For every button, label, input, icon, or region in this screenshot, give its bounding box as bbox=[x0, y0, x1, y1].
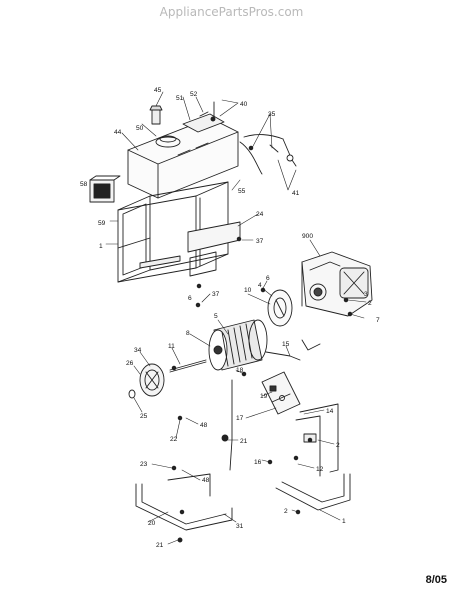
callout-6b: 6 bbox=[188, 295, 192, 302]
callout-17: 17 bbox=[236, 415, 244, 422]
fuel-cap bbox=[149, 101, 215, 125]
fuel-tank bbox=[127, 113, 239, 199]
base-leg-right bbox=[275, 403, 351, 511]
callout-18: 18 bbox=[236, 367, 244, 374]
callout-59: 59 bbox=[98, 220, 106, 227]
callout-7: 7 bbox=[376, 317, 380, 324]
callout-20: 20 bbox=[148, 520, 156, 527]
fasteners bbox=[171, 116, 353, 543]
fuel-line bbox=[239, 134, 297, 175]
callout-21b: 21 bbox=[156, 542, 164, 549]
callout-labels: 45 51 52 40 35 50 44 58 55 41 59 24 37 1… bbox=[80, 87, 380, 549]
callout-44: 44 bbox=[114, 129, 122, 136]
callout-12: 12 bbox=[316, 466, 324, 473]
leader-lines bbox=[105, 91, 367, 545]
callout-900: 900 bbox=[302, 233, 313, 240]
callout-23: 23 bbox=[140, 461, 148, 468]
callout-58: 58 bbox=[80, 181, 88, 188]
callout-6: 6 bbox=[266, 275, 270, 282]
callout-2c: 2 bbox=[284, 508, 288, 515]
callout-2b: 2 bbox=[336, 442, 340, 449]
callout-21: 21 bbox=[240, 438, 248, 445]
base-leg-left bbox=[135, 473, 233, 531]
callout-3: 3 bbox=[364, 291, 368, 298]
callout-5: 5 bbox=[214, 313, 218, 320]
rotor-shaft bbox=[169, 359, 207, 373]
callout-16: 16 bbox=[254, 459, 262, 466]
stator bbox=[208, 319, 268, 371]
callout-24: 24 bbox=[256, 211, 264, 218]
callout-19: 19 bbox=[260, 393, 268, 400]
callout-37: 37 bbox=[256, 238, 264, 245]
callout-34: 34 bbox=[134, 347, 142, 354]
callout-37b: 37 bbox=[212, 291, 220, 298]
callout-1: 1 bbox=[99, 243, 103, 250]
callout-10: 10 bbox=[244, 287, 252, 294]
callout-50: 50 bbox=[136, 125, 144, 132]
callout-40: 40 bbox=[240, 101, 248, 108]
callout-4: 4 bbox=[258, 282, 262, 289]
revision-date: 8/05 bbox=[425, 574, 447, 586]
control-box bbox=[89, 175, 121, 203]
callout-2: 2 bbox=[368, 300, 372, 307]
callout-31: 31 bbox=[236, 523, 244, 530]
callout-14: 14 bbox=[326, 408, 334, 415]
callout-25: 25 bbox=[140, 413, 148, 420]
callout-22: 22 bbox=[170, 436, 178, 443]
control-panel bbox=[261, 371, 301, 415]
engine bbox=[301, 251, 373, 317]
end-cover bbox=[128, 363, 165, 399]
callout-48: 48 bbox=[200, 422, 208, 429]
callout-52: 52 bbox=[190, 91, 198, 98]
tubular-frame bbox=[117, 181, 229, 283]
callout-48b: 48 bbox=[202, 477, 210, 484]
end-bell bbox=[267, 289, 293, 327]
callout-35: 35 bbox=[268, 111, 276, 118]
callout-15: 15 bbox=[282, 341, 290, 348]
callout-26: 26 bbox=[126, 360, 134, 367]
callout-11: 11 bbox=[168, 343, 175, 350]
callout-45: 45 bbox=[154, 87, 162, 94]
callout-41: 41 bbox=[292, 190, 300, 197]
callout-55: 55 bbox=[238, 188, 246, 195]
callout-8: 8 bbox=[186, 330, 190, 337]
callout-51: 51 bbox=[176, 95, 184, 102]
watermark: AppliancePartsPros.com bbox=[159, 5, 304, 19]
callout-1b: 1 bbox=[342, 518, 346, 525]
